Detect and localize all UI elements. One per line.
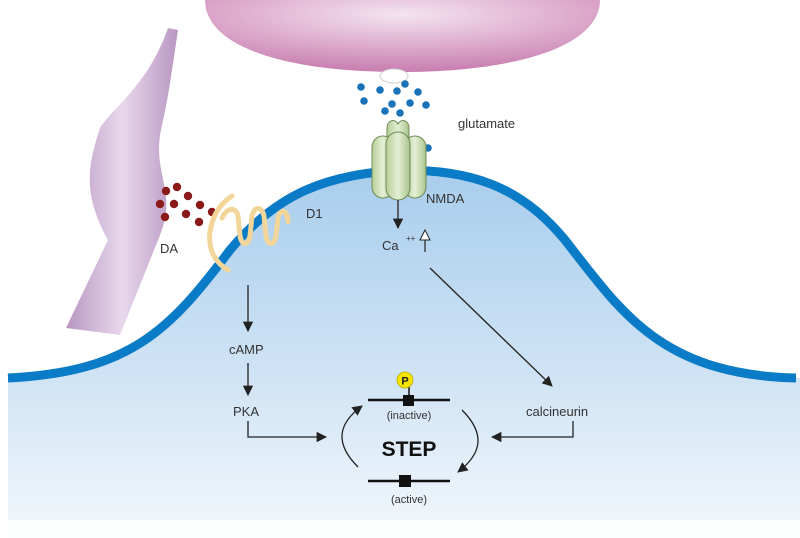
pka-to-step-arrow — [247, 421, 328, 443]
bottom-fade — [0, 520, 800, 538]
inactive-node — [403, 395, 414, 406]
ca-superscript: ++ — [406, 234, 416, 243]
presynaptic-terminal — [205, 0, 600, 72]
active-label: (active) — [391, 494, 427, 506]
pka-label: PKA — [233, 404, 259, 419]
nmda-label: NMDA — [426, 191, 465, 206]
dopamine-neuron — [66, 28, 178, 335]
step-label: STEP — [382, 438, 437, 461]
nmda-receptor — [371, 120, 427, 201]
dopamine-molecules — [155, 182, 217, 227]
glutamate-molecules — [357, 80, 432, 152]
camp-label: cAMP — [229, 342, 264, 357]
phospho-label: P — [401, 376, 408, 388]
da-label: DA — [160, 241, 178, 256]
activation-cycle-arrow — [341, 405, 363, 468]
d1-label: D1 — [306, 206, 323, 221]
glutamate-label: glutamate — [458, 116, 515, 131]
ca-label: Ca — [382, 238, 399, 253]
up-arrow-icon — [419, 228, 431, 252]
release-site — [379, 68, 409, 84]
active-node — [399, 475, 411, 487]
postsynaptic-cytoplasm — [8, 170, 800, 538]
ca-to-calcineurin-arrow — [429, 267, 553, 387]
calcineurin-label: calcineurin — [526, 404, 588, 419]
calcineurin-to-step-arrow — [490, 421, 574, 443]
inactive-label: (inactive) — [387, 410, 432, 422]
phosphate-badge-icon — [396, 371, 414, 389]
d1-receptor — [207, 193, 291, 273]
dephosphorylation-cycle-arrow — [457, 409, 479, 473]
